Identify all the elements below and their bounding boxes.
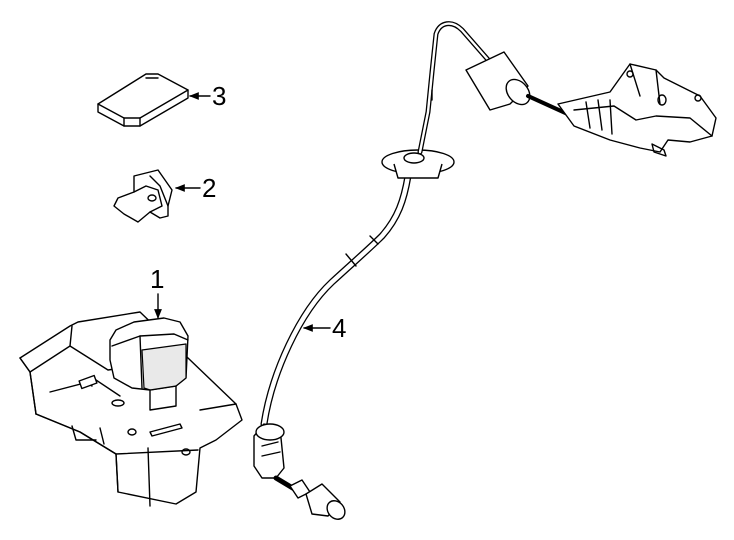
callout-2: 2 — [202, 173, 217, 203]
shift-cable-assembly-part — [253, 21, 717, 520]
knob-cover-pad-part — [97, 73, 189, 127]
leader-lines — [154, 92, 331, 332]
shift-lever-assembly-part — [19, 311, 243, 507]
callout-3: 3 — [212, 81, 227, 111]
bracket-clip-part — [113, 169, 173, 223]
callout-1: 1 — [150, 264, 165, 294]
callout-4: 4 — [332, 313, 347, 343]
